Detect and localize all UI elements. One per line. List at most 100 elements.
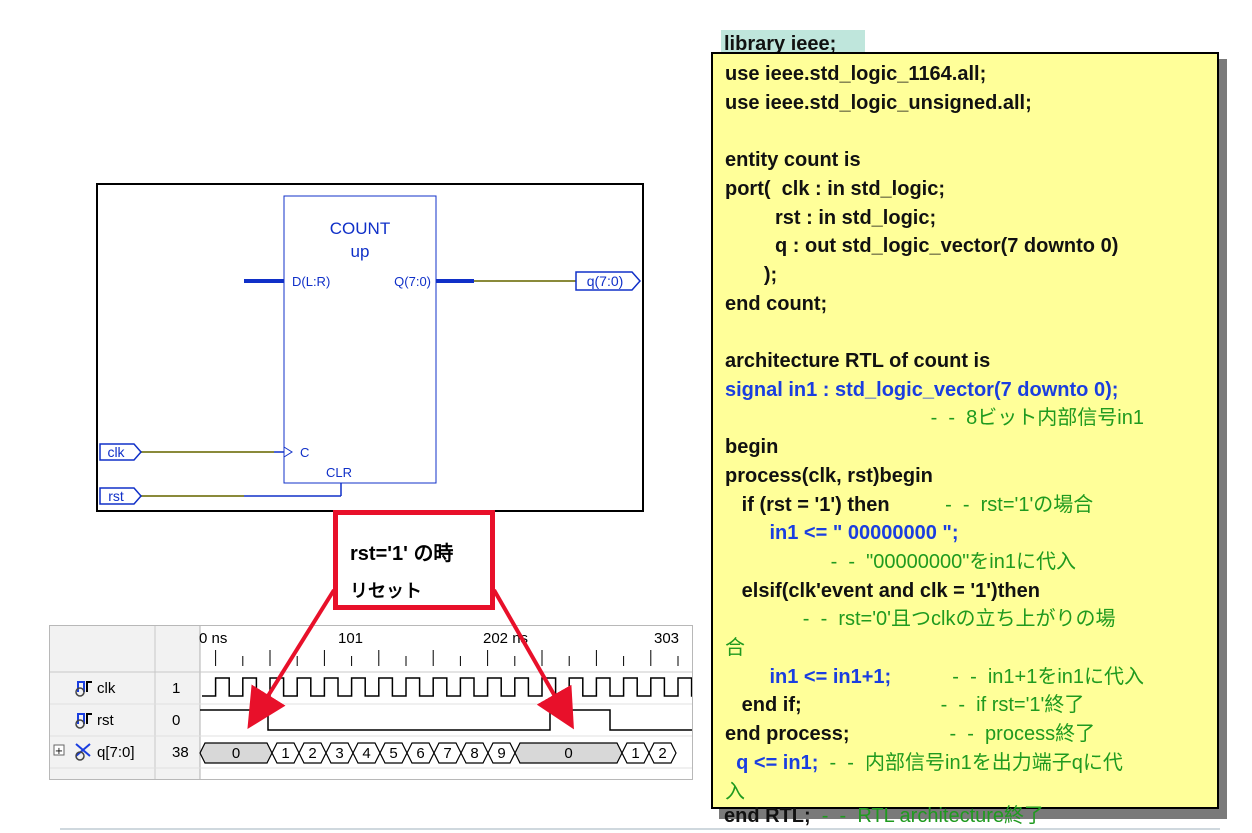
- code-line: q <= in1; - - 内部信号in1を出力端子qに代: [725, 751, 1123, 775]
- arrow-right: [492, 589, 574, 730]
- code-line: architecture RTL of count is: [725, 349, 990, 373]
- code-line: end if; - - if rst='1'終了: [725, 693, 1085, 717]
- bus-value: 5: [389, 745, 397, 762]
- reset-callout: rst='1' の時 リセット: [333, 510, 495, 610]
- port-clk-label: clk: [107, 444, 125, 460]
- schematic-svg: COUNT up D(L:R) Q(7:0) q(7:0) C clk CLR …: [99, 195, 642, 505]
- callout-line-2: リセット: [350, 581, 422, 601]
- code-line: q : out std_logic_vector(7 downto 0): [725, 234, 1118, 258]
- code-text: use ieee.std_logic_1164.all;: [725, 63, 987, 85]
- port-rst-label: rst: [108, 488, 124, 504]
- code-comment: 合: [725, 637, 745, 659]
- signal-value-q: 38: [172, 744, 189, 761]
- code-line: );: [725, 263, 777, 287]
- code-comment: - - if rst='1'終了: [801, 694, 1085, 717]
- block-subtitle: up: [351, 242, 370, 261]
- code-text: q <= in1;: [725, 751, 819, 774]
- code-line: signal in1 : std_logic_vector(7 downto 0…: [725, 378, 1118, 402]
- code-line: - - 8ビット内部信号in1: [725, 406, 1144, 430]
- code-line: in1 <= in1+1; - - in1+1をin1に代入: [725, 665, 1144, 689]
- bus-signal-icon: [75, 743, 91, 761]
- code-text: end process;: [725, 723, 850, 746]
- code-line: - - rst='0'且つclkの立ち上がりの場: [725, 607, 1116, 631]
- code-line: 入: [725, 780, 745, 804]
- code-header-tab: [721, 30, 865, 56]
- count-block: [283, 195, 437, 484]
- bus-value: 4: [362, 745, 370, 762]
- code-text: end count;: [725, 292, 828, 315]
- code-text: rst : in std_logic;: [725, 206, 937, 229]
- signal-name-q: q[7:0]: [97, 744, 135, 761]
- signal-name-rst: rst: [97, 712, 114, 729]
- code-text: begin: [725, 436, 779, 459]
- port-q-label: q(7:0): [587, 273, 624, 289]
- pin-q-label: Q(7:0): [394, 274, 431, 289]
- code-line-end-rtl: end RTL; - - RTL architecture終了: [724, 804, 1044, 828]
- code-text: use ieee.std_logic_unsigned.all;: [725, 91, 1032, 114]
- callout-line-1: rst='1' の時: [350, 543, 454, 565]
- time-label-1: 101: [338, 630, 363, 647]
- code-comment: - - rst='1'の場合: [889, 493, 1094, 516]
- code-line: in1 <= " 00000000 ";: [725, 521, 959, 545]
- code-comment: 入: [725, 780, 745, 803]
- code-comment: - - process終了: [849, 723, 1096, 746]
- code-comment: - - in1+1をin1に代入: [891, 665, 1145, 688]
- code-text: in1 <= " 00000000 ";: [725, 522, 959, 545]
- code-line: begin: [725, 435, 778, 459]
- code-line: use ieee.std_logic_unsigned.all;: [725, 91, 1032, 115]
- bus-value: 6: [416, 745, 424, 762]
- time-label-3: 303: [654, 630, 679, 647]
- clk-signal-icon: [75, 681, 92, 697]
- bus-value: 7: [443, 745, 451, 762]
- waveform-viewer: 0 ns 101 202 ns 303 clk 1 rst 0 + q[7:0]…: [49, 625, 693, 780]
- signal-name-clk: clk: [97, 680, 116, 697]
- bus-value: 9: [497, 745, 505, 762]
- pin-c-label: C: [300, 445, 309, 460]
- code-line: end process; - - process終了: [725, 722, 1095, 746]
- code-text: architecture RTL of count is: [725, 350, 991, 372]
- end-rtl-text: end RTL;: [724, 805, 811, 827]
- code-text: if (rst = '1') then: [725, 493, 890, 516]
- code-text: signal in1 : std_logic_vector(7 downto 0…: [725, 378, 1119, 401]
- code-line: - - "00000000"をin1に代入: [725, 550, 1076, 574]
- waveform-svg: 0 ns 101 202 ns 303 clk 1 rst 0 + q[7:0]…: [50, 626, 692, 779]
- time-ruler-ticks: [215, 650, 679, 666]
- code-comment: - - "00000000"をin1に代入: [725, 550, 1076, 573]
- code-comment: - - rst='0'且つclkの立ち上がりの場: [725, 608, 1116, 631]
- code-line: elsif(clk'event and clk = '1')then: [725, 579, 1040, 603]
- code-line: port( clk : in std_logic;: [725, 177, 945, 201]
- bus-value: 2: [658, 745, 666, 762]
- bus-value: 3: [335, 745, 343, 762]
- clk-waveform: [202, 677, 692, 697]
- code-text: port( clk : in std_logic;: [725, 177, 946, 200]
- bus-value: 1: [281, 745, 289, 762]
- code-line: entity count is: [725, 148, 861, 172]
- end-rtl-comment: - - RTL architecture終了: [810, 805, 1045, 827]
- code-line: if (rst = '1') then - - rst='1'の場合: [725, 493, 1094, 517]
- bus-segment: [648, 742, 677, 764]
- signal-value-rst: 0: [172, 712, 180, 729]
- code-line: use ieee.std_logic_1164.all;: [725, 62, 986, 86]
- code-line-library: library ieee;: [724, 33, 837, 55]
- bus-value: 8: [470, 745, 478, 762]
- expand-icon[interactable]: [53, 744, 65, 756]
- bus-value: 0: [564, 745, 572, 762]
- code-text: end if;: [725, 694, 802, 717]
- time-label-2: 202 ns: [483, 630, 528, 647]
- code-line: process(clk, rst)begin: [725, 464, 933, 488]
- code-line: 合: [725, 636, 745, 660]
- code-line: rst : in std_logic;: [725, 206, 936, 230]
- code-comment: - - 8ビット内部信号in1: [725, 407, 1144, 430]
- arrow-left: [247, 588, 336, 729]
- port-q-shape: [575, 271, 642, 291]
- bus-value: 2: [308, 745, 316, 762]
- time-label-0: 0 ns: [199, 630, 227, 647]
- svg-text:+: +: [55, 746, 63, 757]
- bus-value: 1: [631, 745, 639, 762]
- code-text: in1 <= in1+1;: [725, 665, 892, 688]
- block-title: COUNT: [330, 219, 390, 238]
- pin-clr-label: CLR: [326, 465, 352, 480]
- code-text: entity count is: [725, 149, 861, 172]
- code-comment: - - 内部信号in1を出力端子qに代: [818, 751, 1123, 774]
- schematic-diagram: COUNT up D(L:R) Q(7:0) q(7:0) C clk CLR …: [96, 183, 644, 512]
